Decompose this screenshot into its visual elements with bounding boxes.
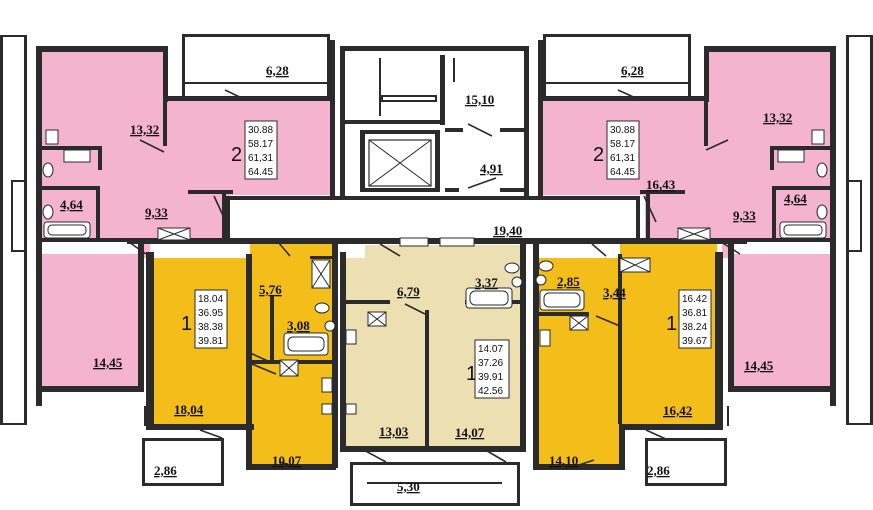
room-label-r-wc: 4,64 <box>784 191 807 206</box>
room-label-c-hall: 3,44 <box>603 285 626 300</box>
area-a-1: 36.95 <box>198 308 223 319</box>
room-label-b-hall: 6,79 <box>397 284 420 299</box>
area-a-2: 38.38 <box>198 322 223 333</box>
bathtub-icon <box>43 221 827 356</box>
room-label-b-balcony: 5,30 <box>397 479 420 494</box>
apartment-info-a: 1 18.04 36.95 38.38 39.81 <box>181 289 228 349</box>
apartment-fills <box>42 52 830 468</box>
area-left2-0: 30.88 <box>248 125 273 136</box>
area-left2-1: 58.17 <box>248 139 273 150</box>
area-a-0: 18.04 <box>198 294 223 305</box>
apartment-info-right-two-room: 2 30.88 58.17 61,31 64.45 <box>593 120 640 180</box>
room-label-l-wc: 4,64 <box>60 197 83 212</box>
room-label-l-balcony: 6,28 <box>266 63 289 78</box>
area-c-1: 36.81 <box>682 308 707 319</box>
area-b-0: 14.07 <box>478 344 503 355</box>
area-a-3: 39.81 <box>198 336 223 347</box>
walls <box>0 34 873 506</box>
area-left2-2: 61,31 <box>248 153 273 164</box>
door-swing-icon <box>125 89 741 469</box>
area-left2-3: 64.45 <box>248 167 273 178</box>
area-c-2: 38.24 <box>682 322 707 333</box>
room-label-a-room: 18,04 <box>174 402 204 417</box>
room-label-l-kitchen: 13,32 <box>130 122 159 137</box>
room-label-corridor: 19,40 <box>493 223 522 238</box>
fixtures <box>42 89 828 469</box>
area-right2-1: 58.17 <box>610 139 635 150</box>
apartment-info-b: 1 14.07 37.26 39.91 42.56 <box>466 339 510 399</box>
apartment-info-c: 1 16.42 36.81 38.24 39.67 <box>666 289 712 349</box>
room-label-b-kitchen: 13,03 <box>379 424 409 439</box>
room-label-r-hall: 9,33 <box>733 208 756 223</box>
area-b-1: 37.26 <box>478 358 503 369</box>
room-label-c-bath: 2,85 <box>557 274 580 289</box>
rooms-count-a: 1 <box>181 313 192 335</box>
area-c-0: 16.42 <box>682 294 707 305</box>
left-bedroom-area <box>42 254 140 388</box>
toilet-icon <box>42 162 828 332</box>
room-label-r-bedroom: 14,45 <box>744 358 774 373</box>
rooms-count-right2: 2 <box>593 144 604 166</box>
apartment-info-left-two-room: 2 30.88 58.17 61,31 64.45 <box>231 120 278 180</box>
area-b-3: 42.56 <box>478 386 503 397</box>
room-label-a-bath: 3,08 <box>287 318 310 333</box>
room-label-lift-hall: 4,91 <box>480 161 503 176</box>
area-right2-0: 30.88 <box>610 125 635 136</box>
area-right2-2: 61,31 <box>610 153 635 164</box>
room-label-c-kitchen: 14,10 <box>549 453 578 468</box>
room-label-l-hall: 9,33 <box>145 205 168 220</box>
room-label-c-room: 16,42 <box>663 403 692 418</box>
room-label-r-balcony: 6,28 <box>621 63 644 78</box>
ventilation-duct-icon <box>157 227 711 377</box>
area-right2-3: 64.45 <box>610 167 635 178</box>
area-c-3: 39.67 <box>682 336 707 347</box>
room-label-r-living: 16,43 <box>646 177 676 192</box>
left-two-room-apartment <box>42 52 330 258</box>
rooms-count-left2: 2 <box>231 144 242 166</box>
rooms-count-c: 1 <box>666 313 677 335</box>
elevator-shaft-icon <box>368 139 432 187</box>
room-label-b-room: 14,07 <box>455 425 485 440</box>
room-label-b-bath: 3,37 <box>475 275 498 290</box>
area-b-2: 39.91 <box>478 372 503 383</box>
room-label-r-kitchen: 13,32 <box>763 110 792 125</box>
room-label-stair: 15,10 <box>465 92 494 107</box>
room-label-a-hall: 5,76 <box>259 282 282 297</box>
room-label-l-bedroom: 14,45 <box>93 355 123 370</box>
right-bedroom-area <box>733 254 830 388</box>
kitchen-stove-icon <box>45 129 825 415</box>
room-labels: 6,28 13,32 4,64 9,33 14,45 15,10 4,91 19… <box>60 63 807 494</box>
right-two-room-apartment <box>542 52 830 258</box>
room-label-a-kitchen: 10,07 <box>272 453 302 468</box>
rooms-count-b: 1 <box>466 363 477 385</box>
room-label-c-balcony: 2,86 <box>647 463 670 478</box>
room-label-a-balcony: 2,86 <box>154 463 177 478</box>
